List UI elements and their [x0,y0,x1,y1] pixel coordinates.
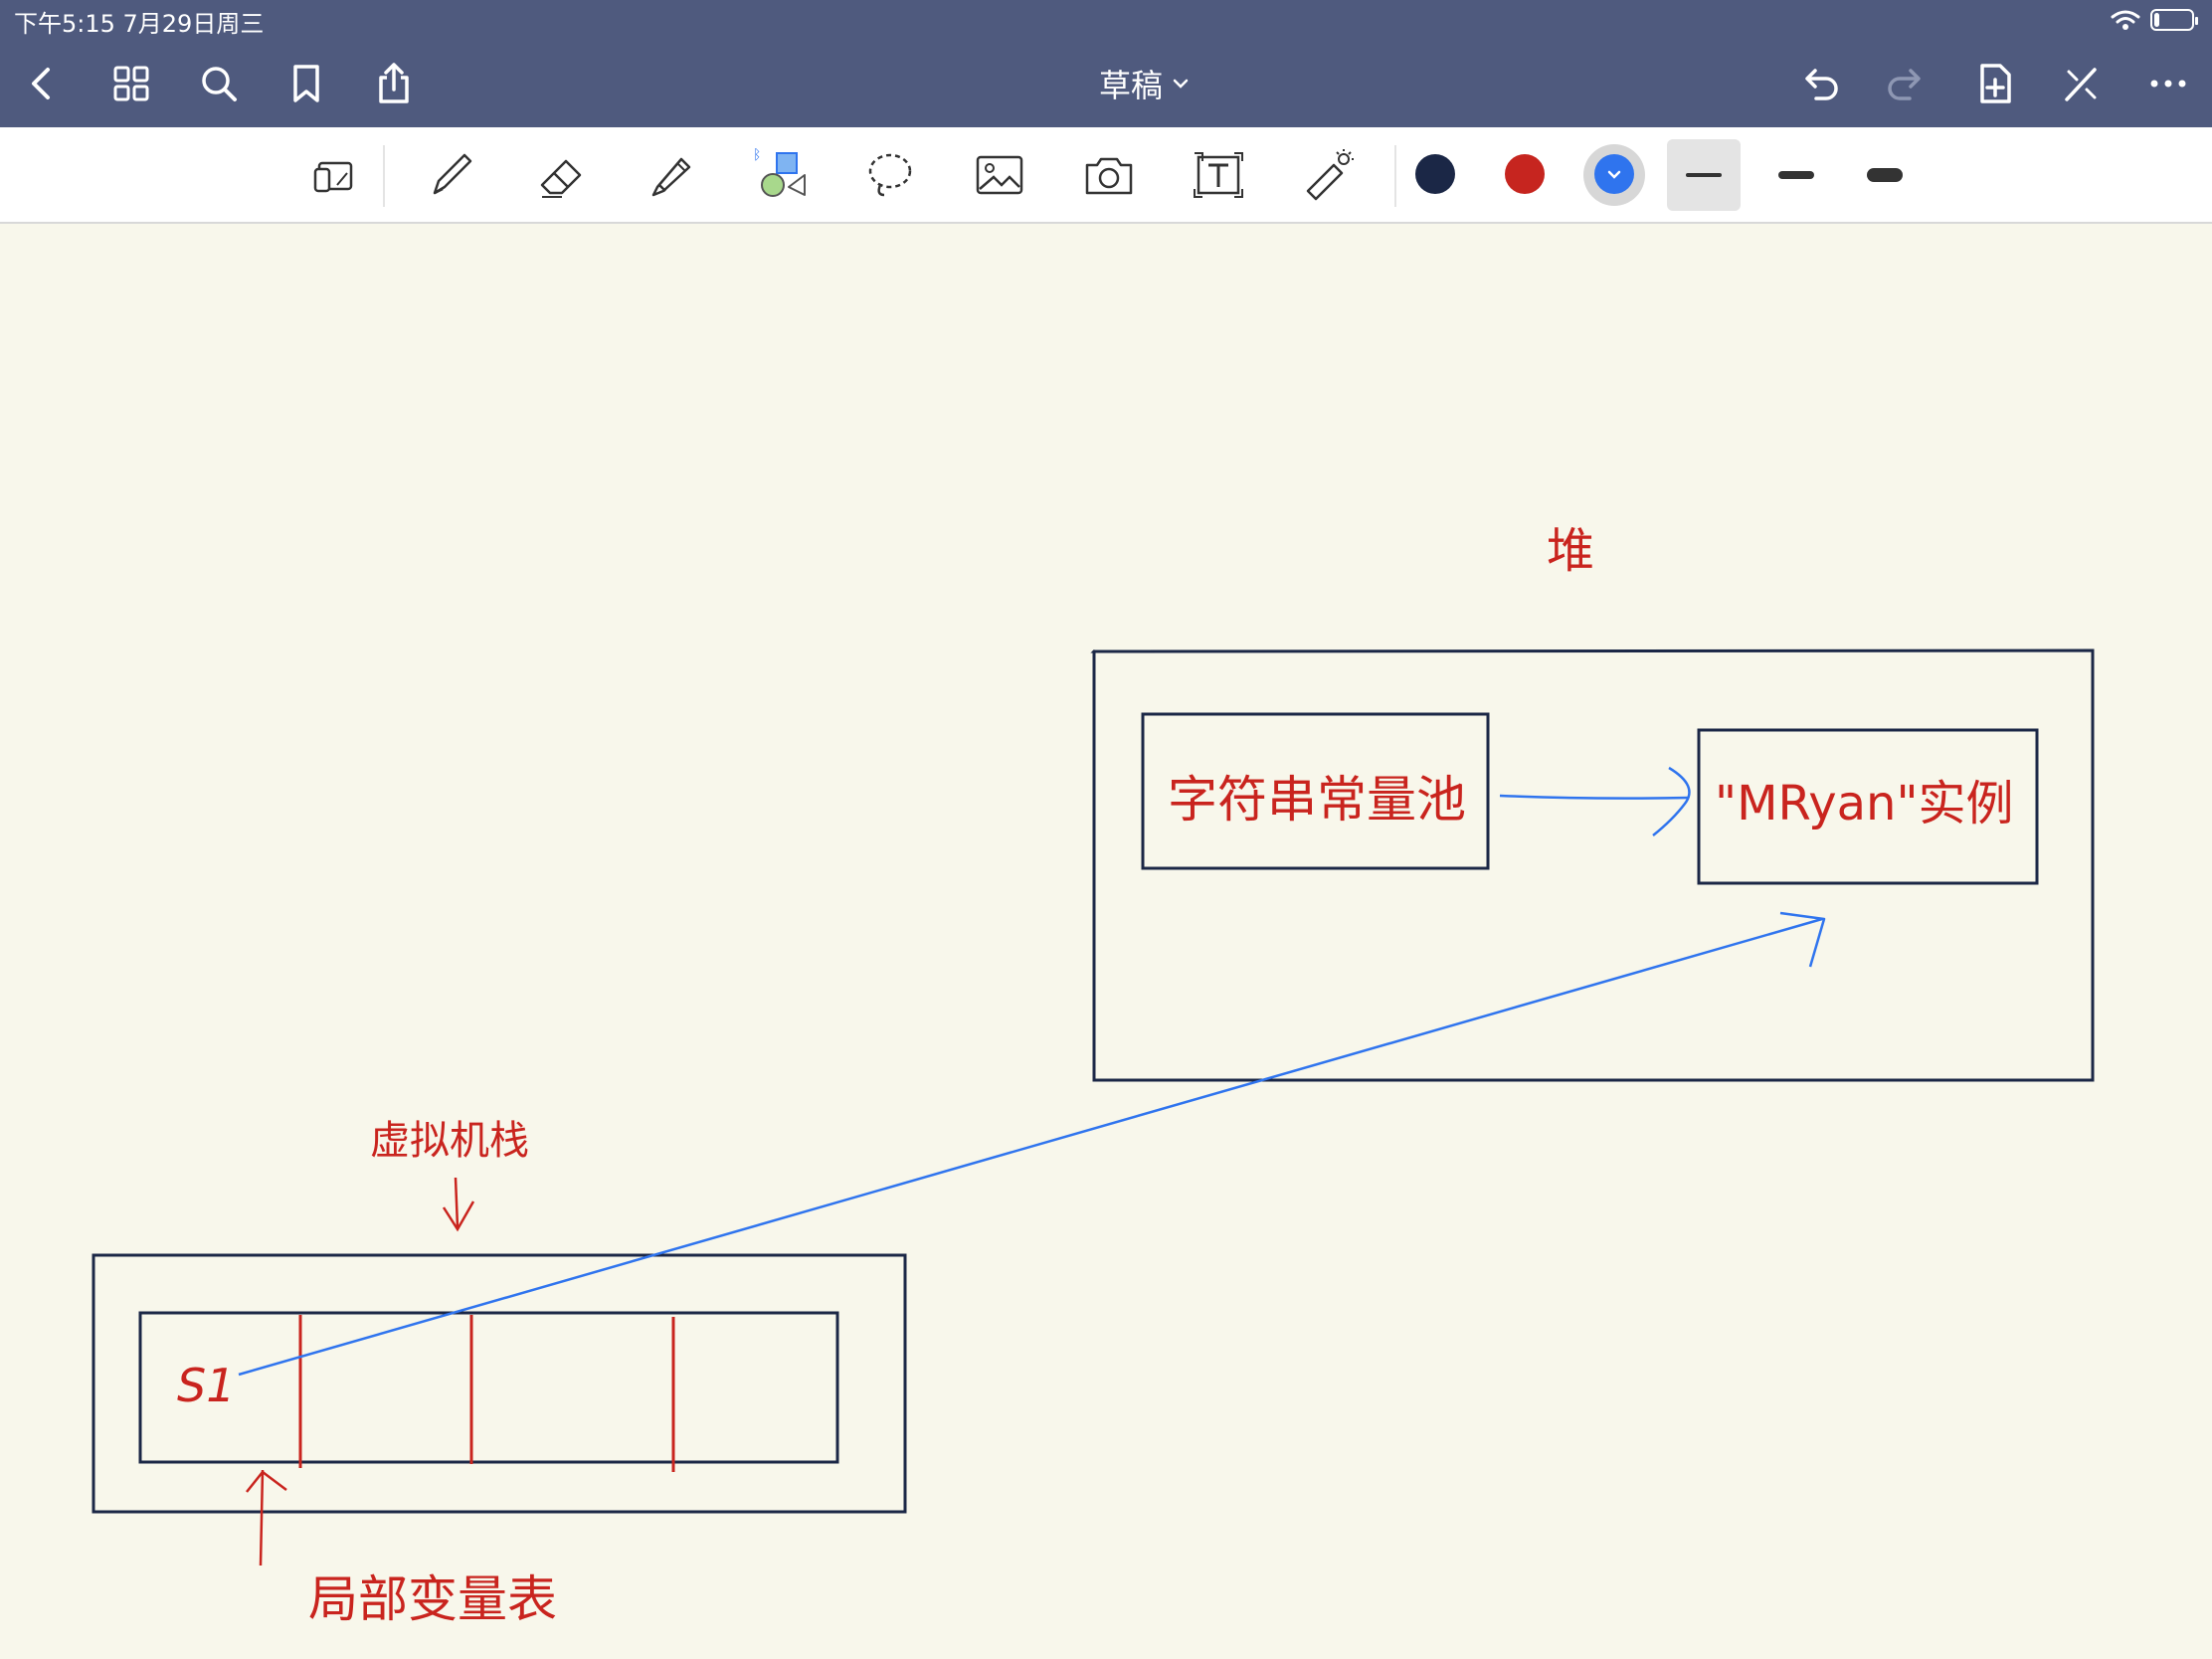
local-var-arrow [259,1469,265,1567]
chevron-down-icon [1173,79,1189,89]
document-title[interactable]: 草稿 [1034,60,1253,107]
highlighter-icon [651,157,691,197]
eraser-tool[interactable] [527,145,597,205]
undo-icon [1805,69,1838,100]
image-icon [976,155,1023,195]
share-button[interactable] [366,56,422,111]
toolbar-divider [383,145,385,207]
bookmark-button[interactable] [278,56,334,111]
pen-tool[interactable] [416,145,485,205]
pool-to-instance-arrow [1499,794,1690,800]
thumbnails-button[interactable] [103,56,159,111]
camera-icon [1085,157,1133,195]
chevron-down-icon [1607,170,1621,179]
share-icon [379,63,409,103]
page-view-icon [313,161,353,193]
grid-icon [113,66,149,101]
document-title-text: 草稿 [1098,67,1163,104]
page-view-tool[interactable] [298,145,368,205]
drawing-toolbar: ᛒ [0,127,2212,224]
add-page-icon [1980,64,2011,103]
battery-icon [2150,9,2198,31]
highlighter-tool[interactable] [637,145,706,205]
no-edit-button[interactable] [2053,56,2109,111]
lasso-tool[interactable] [855,145,925,205]
status-icons [2111,6,2198,34]
stack-label-arrow-head [442,1200,475,1232]
color-swatch-navy[interactable] [1415,154,1455,194]
svg-text:ᛒ: ᛒ [753,147,761,163]
undo-button[interactable] [1792,56,1848,111]
text-tool[interactable] [1184,145,1253,205]
stroke-thick[interactable] [1867,168,1903,182]
s1-to-instance-arrow [238,917,1823,1377]
instance-box [1697,728,2039,885]
eraser-icon [540,159,582,198]
stack-label: 虚拟机栈 [370,1118,529,1164]
s1-arrow-head [1779,911,1826,968]
stroke-thin[interactable] [1686,173,1722,177]
camera-tool[interactable] [1074,145,1144,205]
bookmark-icon [293,65,319,102]
stack-label-arrow [454,1177,460,1228]
instance-label: "MRyan"实例 [1715,776,2014,831]
local-var-arrow-head [246,1470,287,1493]
lasso-icon [868,153,912,197]
local-var-label: 局部变量表 [308,1570,557,1628]
string-pool-label: 字符串常量池 [1168,771,1466,829]
add-page-button[interactable] [1967,56,2023,111]
shape-tool[interactable]: ᛒ [746,145,816,205]
redo-button[interactable] [1878,56,1934,111]
string-pool-box [1141,712,1490,870]
wifi-icon [2111,10,2140,30]
battery-level [2154,13,2159,27]
image-tool[interactable] [965,145,1034,205]
note-canvas[interactable]: 堆 字符串常量池 "MRyan"实例 虚拟机栈 局部变量表 S1 [0,223,2212,1659]
heap-box [1090,648,2095,1082]
heap-label: 堆 [1547,523,1595,579]
pool-arrow-head [1652,766,1691,836]
ink-layer [92,648,2095,1567]
laser-icon [1306,149,1354,201]
s1-label: S1 [177,1359,236,1412]
back-button[interactable] [14,56,70,111]
color-swatch-blue[interactable] [1594,154,1634,194]
chevron-left-icon [32,68,50,99]
local-var-table [138,1311,839,1464]
laser-tool[interactable] [1293,145,1363,205]
toolbar-divider [1394,145,1396,207]
search-button[interactable] [191,56,247,111]
search-icon [202,67,237,101]
redo-icon [1888,69,1921,100]
shape-icon: ᛒ [753,147,806,197]
more-button[interactable] [2140,56,2196,111]
text-icon [1194,152,1243,198]
top-bar: 下午5:15 7月29日周三 草稿 [0,0,2212,127]
magic-wand-icon [2065,68,2097,101]
more-icon [2150,80,2186,88]
status-time: 下午5:15 7月29日周三 [14,10,265,38]
stroke-medium[interactable] [1778,171,1814,179]
stack-box [92,1253,907,1514]
pen-icon [433,153,472,195]
color-swatch-red[interactable] [1505,154,1545,194]
